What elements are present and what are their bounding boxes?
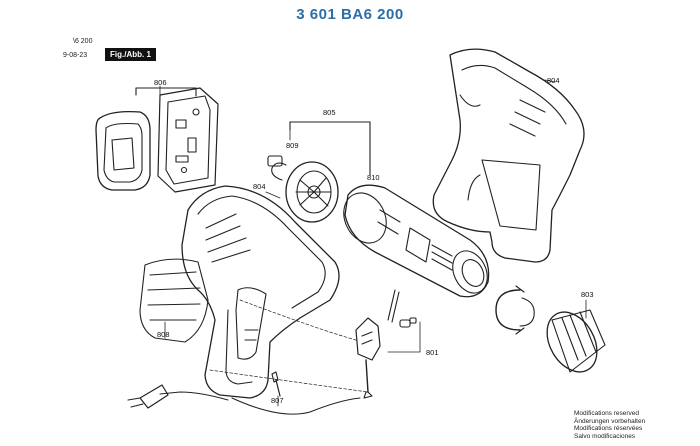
notice-line-en: Modifications reserved — [574, 410, 640, 417]
callout-807: 807 — [271, 396, 284, 405]
part-803-nozzle-cap — [546, 309, 606, 373]
part-801-cable-clamp — [355, 289, 417, 399]
callout-806: 806 — [154, 78, 167, 87]
part-807-screw — [271, 371, 281, 397]
part-804-housing-left — [181, 185, 340, 399]
figure-label: Fig./Abb. 1 — [105, 48, 156, 61]
callout-809: 809 — [286, 141, 299, 150]
part-808-panel — [139, 258, 209, 343]
callout-805: 805 — [323, 108, 336, 117]
callout-804-left: 804 — [253, 182, 266, 191]
callout-808: 808 — [157, 330, 170, 339]
part-809-fan — [267, 155, 339, 223]
callout-810: 810 — [367, 173, 380, 182]
part-806-switch-cover — [95, 110, 151, 191]
power-cord — [127, 384, 361, 415]
part-number-title: 3 601 BA6 200 — [296, 6, 404, 23]
doc-date: 9-08-23 — [63, 52, 88, 59]
callout-801: 801 — [426, 348, 439, 357]
notice-line-es: Salvo modificaciones — [574, 432, 636, 440]
notice-line-de: Änderungen vorbehalten — [574, 417, 646, 425]
modifications-notice: Modifications reserved Änderungen vorbeh… — [574, 410, 645, 440]
part-803-retaining-clip — [495, 285, 535, 335]
leader-lines — [159, 79, 587, 407]
part-805-bracket — [289, 121, 371, 176]
callout-804-right: 804 — [547, 76, 560, 85]
notice-line-fr: Modifications réservées — [574, 425, 643, 432]
doc-code: \6 200 — [73, 38, 93, 45]
part-810-heater-tube — [343, 184, 490, 298]
callout-803: 803 — [581, 290, 594, 299]
part-806-circuit-board — [135, 87, 219, 193]
part-804-housing-right — [432, 48, 585, 263]
assembly-lines — [209, 299, 369, 393]
